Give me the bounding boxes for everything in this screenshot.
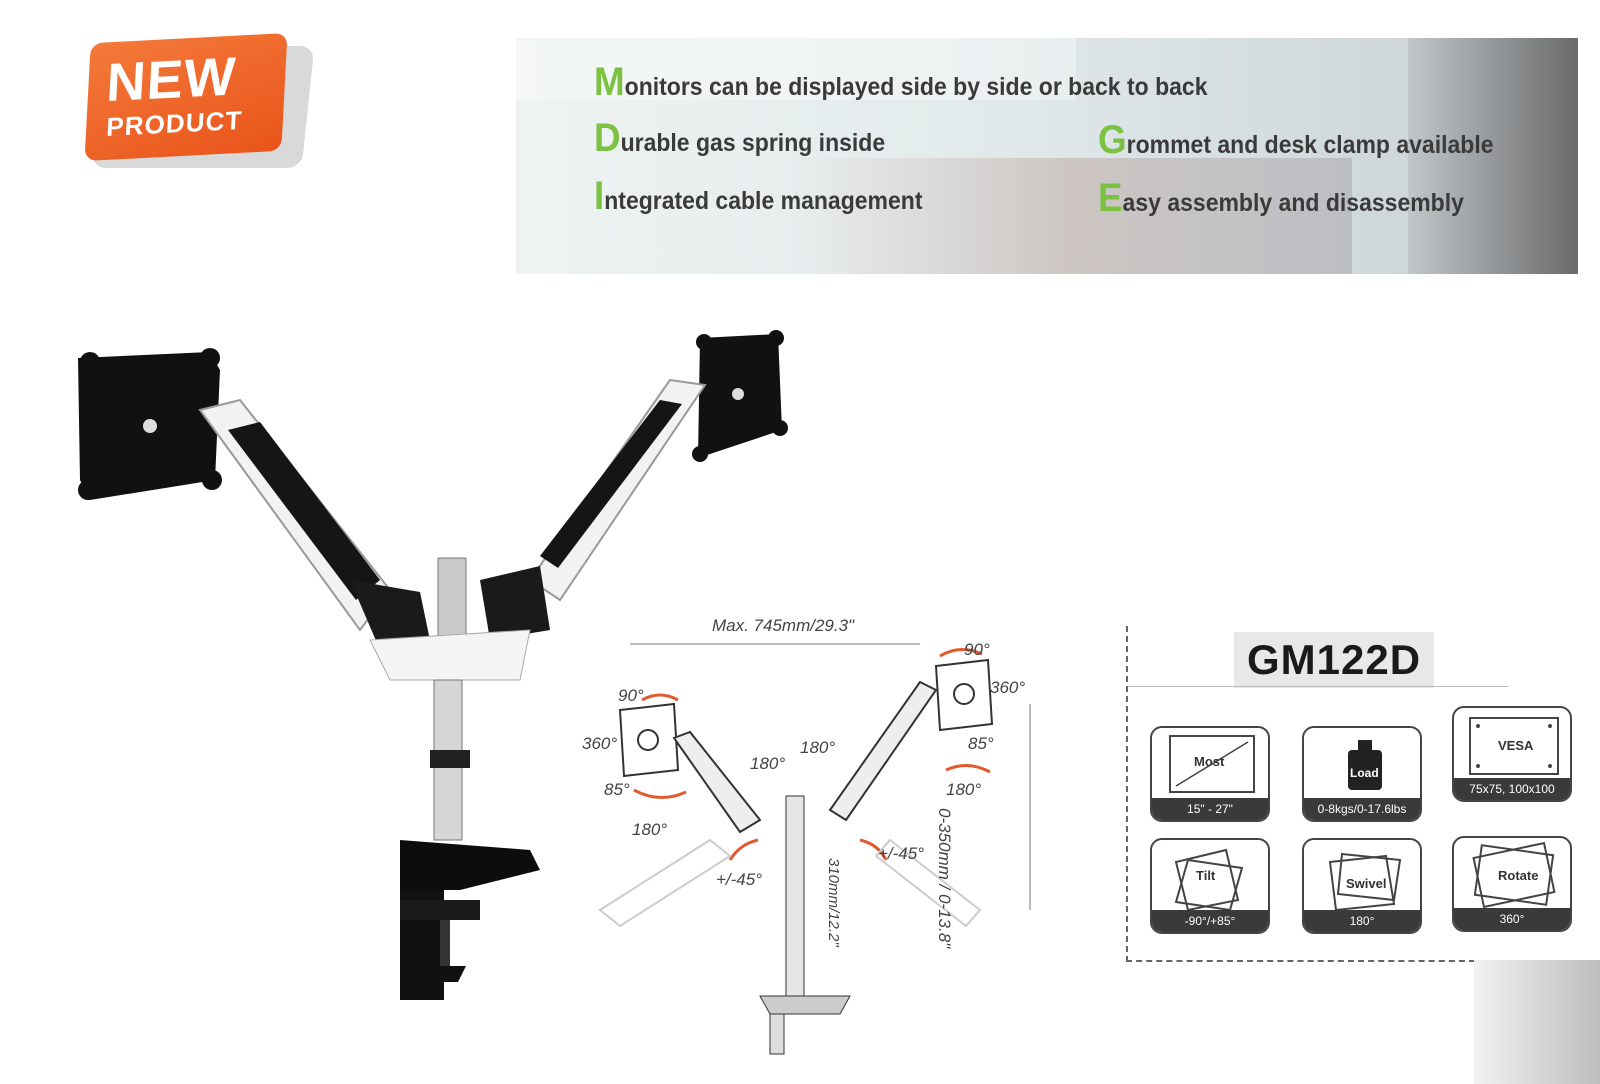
dual-monitor-arm-illustration (78, 330, 788, 1000)
max-width-label: Max. 745mm/29.3" (712, 616, 855, 635)
badge-new-text: NEW (105, 46, 238, 114)
spec-tile-vesa: VESA 75x75, 100x100 (1452, 706, 1572, 802)
left-vesa-plate (78, 348, 222, 500)
hub (369, 629, 531, 681)
feature-item: Integrated cable management (594, 174, 922, 219)
height-range-label: 0-350mm / 0-13.8" (935, 808, 954, 949)
model-underline (1128, 686, 1508, 687)
feature-item: Grommet and desk clamp available (1098, 118, 1494, 163)
page-edge-shadow (1474, 960, 1600, 1084)
model-number: GM122D (1234, 632, 1434, 688)
right-arm-cover (540, 400, 682, 568)
spec-tile-swivel: Swivel 180° (1302, 838, 1422, 934)
feature-text: ntegrated cable management (604, 187, 923, 215)
feature-text: onitors can be displayed side by side or… (624, 73, 1208, 101)
left-mini-plate-hub (637, 729, 659, 751)
mini-clamp-body (769, 1013, 785, 1055)
feature-text: rommet and desk clamp available (1126, 131, 1494, 159)
right-90-label: 90° (964, 640, 990, 659)
rotate-icon (1472, 841, 1556, 909)
desk-clamp-jaw (400, 900, 480, 920)
rotation-arrow (859, 838, 888, 861)
left-mini-arm (672, 730, 762, 834)
rotation-arrow (939, 648, 983, 658)
banner-photo-shade (792, 158, 1352, 274)
left-arm-joint (350, 580, 432, 650)
right-mini-plate-hub (953, 683, 975, 705)
right-vesa-plate (692, 330, 788, 462)
feature-initial: E (1098, 176, 1123, 220)
spec-box (1126, 626, 1586, 962)
mid-180-left-label: 180° (750, 754, 786, 773)
feature-initial: M (594, 60, 625, 104)
pole-height-label: 310mm/12.2" (825, 858, 842, 947)
left-mini-plate (618, 702, 680, 778)
left-85-label: 85° (604, 780, 630, 799)
faded-right-arm (874, 838, 982, 928)
banner-highlight (516, 38, 1076, 100)
right-180-label: 180° (946, 780, 982, 799)
right-mini-plate (934, 658, 994, 732)
rotation-arrow (641, 693, 679, 702)
left-180-label: 180° (632, 820, 668, 839)
new-product-badge: NEW PRODUCT (84, 32, 288, 162)
spec-tile-value: 75x75, 100x100 (1454, 778, 1570, 800)
swivel-icon (1328, 852, 1402, 912)
mid-180-right-label: 180° (800, 738, 836, 757)
spec-tile-label: Most (1194, 754, 1225, 769)
feature-item: Monitors can be displayed side by side o… (594, 60, 1208, 105)
right-arm-joint (480, 566, 550, 640)
faded-left-arm (598, 838, 732, 928)
spec-tile-tilt: Tilt -90°/+85° (1150, 838, 1270, 934)
left-90-label: 90° (618, 686, 644, 705)
weight-icon (1348, 740, 1382, 790)
left-360-label: 360° (582, 734, 618, 753)
left-arm-cover (228, 422, 380, 600)
spec-tile-label: VESA (1498, 738, 1534, 753)
spec-tile-value: -90°/+85° (1152, 910, 1268, 932)
right-360-label: 360° (990, 678, 1026, 697)
spec-tile-label: Tilt (1196, 868, 1216, 883)
desk-clamp-top (400, 840, 540, 890)
spec-tile-rotate: Rotate 360° (1452, 836, 1572, 932)
spec-tile-value: 0-8kgs/0-17.6lbs (1304, 798, 1420, 820)
spec-tile-value: 360° (1454, 908, 1570, 930)
badge-product-text: PRODUCT (105, 104, 244, 143)
monitor-icon (1169, 735, 1255, 793)
feature-initial: D (594, 116, 621, 160)
spec-tile-label: Rotate (1498, 868, 1539, 883)
right-mini-arm (828, 680, 938, 822)
rotation-arrow (728, 838, 759, 861)
vesa-icon (1469, 717, 1559, 775)
spec-tile-label: Load (1350, 766, 1379, 780)
rotation-arrow (945, 764, 991, 774)
tilt-left-label: +/-45° (716, 870, 763, 889)
feature-initial: G (1098, 118, 1127, 162)
right-85-label: 85° (968, 734, 994, 753)
dimension-diagram (598, 643, 1031, 1055)
pole-collar (430, 750, 470, 768)
feature-item: Easy assembly and disassembly (1098, 176, 1464, 221)
feature-text: asy assembly and disassembly (1122, 189, 1464, 217)
spec-tile-value: 15" - 27" (1152, 798, 1268, 820)
feature-text: urable gas spring inside (620, 129, 886, 157)
feature-initial: I (594, 174, 605, 218)
mini-pole (785, 795, 805, 997)
mini-clamp (759, 995, 851, 1015)
clamp-screw (440, 920, 450, 970)
right-upper-arm (528, 378, 707, 602)
feature-item: Durable gas spring inside (594, 116, 885, 161)
feature-banner (516, 38, 1578, 274)
rotation-arrow (633, 788, 687, 799)
spec-tile-load: Load 0-8kgs/0-17.6lbs (1302, 726, 1422, 822)
spec-tile-label: Swivel (1346, 876, 1387, 891)
tilt-right-label: +/-45° (878, 844, 925, 863)
spec-tile-value: 180° (1304, 910, 1420, 932)
banner-photo-edge (1408, 38, 1578, 274)
spec-tile-screen-size: Most 15" - 27" (1150, 726, 1270, 822)
clamp-knob (426, 966, 466, 982)
